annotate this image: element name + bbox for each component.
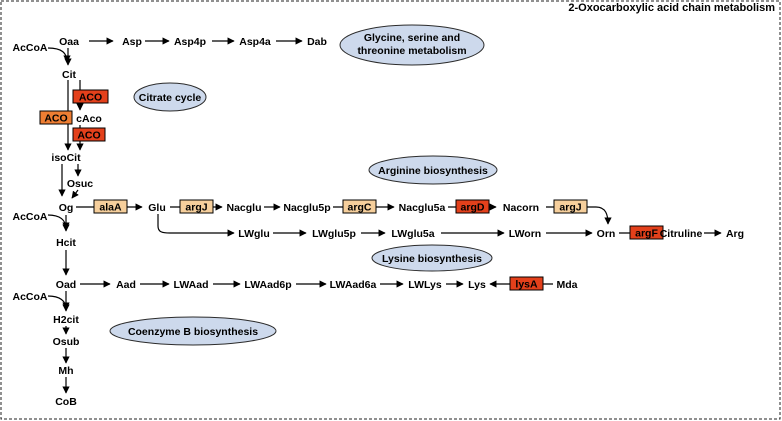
compound-cit[interactable]: Cit <box>62 69 77 81</box>
compound-lworn[interactable]: LWorn <box>509 228 541 240</box>
edge-glu-lwglu <box>157 214 235 237</box>
pathway-label: Citrate cycle <box>139 92 202 104</box>
compound-cob[interactable]: CoB <box>55 396 77 408</box>
pathway-label: Arginine biosynthesis <box>378 165 488 177</box>
gene-box <box>629 225 664 240</box>
compound-mda[interactable]: Mda <box>557 279 578 291</box>
pathway-citrate[interactable]: Citrate cycle <box>133 82 207 112</box>
compound-lwglu5a[interactable]: LWglu5a <box>391 228 434 240</box>
gene-box <box>93 199 128 214</box>
compound-osuc[interactable]: Osuc <box>67 178 93 190</box>
gene-argd[interactable]: argD <box>455 199 490 214</box>
gene-label: ACO <box>77 130 100 142</box>
gene-lysa[interactable]: lysA <box>509 276 544 291</box>
gene-label: argJ <box>559 202 581 214</box>
pathway-lysine[interactable]: Lysine biosynthesis <box>371 244 493 272</box>
compound-mh[interactable]: Mh <box>58 365 73 377</box>
gene-aco-upper[interactable]: ACO <box>72 89 109 104</box>
compound-oad[interactable]: Oad <box>56 279 76 291</box>
compound-citrulline[interactable]: Citruline <box>660 228 703 240</box>
compound-caco[interactable]: cAco <box>76 113 102 125</box>
compound-lwaad[interactable]: LWAad <box>173 279 208 291</box>
edge-osuc-og <box>71 189 79 199</box>
gene-box <box>509 276 544 291</box>
gene-argj-first[interactable]: argJ <box>179 199 214 214</box>
pathway-label: Coenzyme B biosynthesis <box>128 326 258 338</box>
gene-label: argD <box>461 202 485 214</box>
compound-accoa[interactable]: AcCoA <box>12 291 47 303</box>
pathway-arginine[interactable]: Arginine biosynthesis <box>368 155 498 185</box>
compound-lwaad6p[interactable]: LWAad6p <box>244 279 291 291</box>
compound-lys[interactable]: Lys <box>468 279 486 291</box>
compound-nacglu5a[interactable]: Nacglu5a <box>399 202 446 214</box>
compound-oaa[interactable]: Oaa <box>59 36 79 48</box>
gene-label: argJ <box>185 202 207 214</box>
compound-arg[interactable]: Arg <box>726 228 744 240</box>
gene-label: ACO <box>79 92 102 104</box>
compound-glu[interactable]: Glu <box>148 202 166 214</box>
gene-argf[interactable]: argF <box>629 225 664 240</box>
compound-lwglu5p[interactable]: LWglu5p <box>312 228 356 240</box>
pathway-ellipse <box>371 244 493 272</box>
compound-lwlys[interactable]: LWLys <box>408 279 442 291</box>
pathway-label-line1: Glycine, serine and <box>364 32 460 44</box>
compound-hcit[interactable]: Hcit <box>56 237 76 249</box>
gene-box <box>455 199 490 214</box>
gene-box <box>39 110 73 125</box>
compound-asp4p[interactable]: Asp4p <box>174 36 206 48</box>
compound-labels: AcCoA Oaa Asp Asp4p Asp4a Dab Cit cAco i… <box>12 36 744 408</box>
gene-alaa[interactable]: alaA <box>93 199 128 214</box>
pathway-ellipse <box>109 316 277 346</box>
edge-nacorn-orn <box>546 206 612 225</box>
pathway-label-line2: threonine metabolism <box>357 45 466 57</box>
gene-label: alaA <box>99 202 122 214</box>
gene-box <box>553 199 588 214</box>
edge-accoa-h2cit <box>47 295 70 310</box>
pathway-label: Lysine biosynthesis <box>382 253 482 265</box>
compound-og[interactable]: Og <box>59 202 74 214</box>
pathway-ellipse <box>339 24 485 66</box>
compound-accoa[interactable]: AcCoA <box>12 42 47 54</box>
gene-box <box>72 89 109 104</box>
compound-isocit[interactable]: isoCit <box>51 152 81 164</box>
gene-argc[interactable]: argC <box>342 199 377 214</box>
compound-lwaad6a[interactable]: LWAad6a <box>330 279 377 291</box>
gene-label: argC <box>348 202 372 214</box>
diagram-title: 2-Oxocarboxylic acid chain metabolism <box>568 2 775 14</box>
pathway-glycine[interactable]: Glycine, serine and threonine metabolism <box>339 24 485 66</box>
pathway-ellipse <box>368 155 498 185</box>
compound-nacglu5p[interactable]: Nacglu5p <box>283 202 330 214</box>
gene-box <box>179 199 214 214</box>
pathway-coenzymeb[interactable]: Coenzyme B biosynthesis <box>109 316 277 346</box>
gene-label: lysA <box>515 279 538 291</box>
compound-dab[interactable]: Dab <box>307 36 327 48</box>
compound-aad[interactable]: Aad <box>116 279 136 291</box>
compound-lwglu[interactable]: LWglu <box>238 228 270 240</box>
edge-accoa-hcit <box>47 214 70 230</box>
gene-box <box>342 199 377 214</box>
compound-asp4a[interactable]: Asp4a <box>239 36 271 48</box>
gene-label: argF <box>635 228 658 240</box>
gene-aco-left[interactable]: ACO <box>39 110 73 125</box>
pathway-ellipse <box>133 82 207 112</box>
compound-accoa[interactable]: AcCoA <box>12 211 47 223</box>
gene-label: ACO <box>44 113 67 125</box>
gene-box <box>72 127 106 142</box>
compound-nacorn[interactable]: Nacorn <box>503 202 539 214</box>
compound-nacglu[interactable]: Nacglu <box>226 202 261 214</box>
gene-aco-lower[interactable]: ACO <box>72 127 106 142</box>
compound-asp[interactable]: Asp <box>122 36 142 48</box>
edge-accoa-cit <box>47 47 71 63</box>
compound-osub[interactable]: Osub <box>53 336 80 348</box>
compound-h2cit[interactable]: H2cit <box>53 314 79 326</box>
compound-orn[interactable]: Orn <box>597 228 616 240</box>
gene-argj-second[interactable]: argJ <box>553 199 588 214</box>
